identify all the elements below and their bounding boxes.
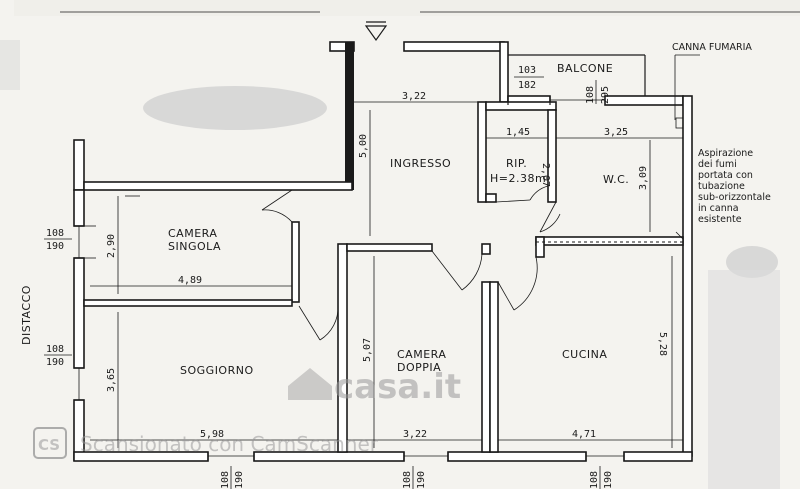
door-cucina [497, 256, 538, 311]
camscanner-watermark: CS Scansionato con CamScanner [33, 427, 379, 459]
svg-text:108: 108 [402, 471, 413, 489]
svg-text:190: 190 [603, 471, 614, 489]
dim-camera-singola-width: 4,89 [178, 275, 202, 286]
distacco-label: DISTACCO [20, 285, 33, 345]
svg-text:295: 295 [600, 86, 611, 104]
fume-extraction-note: Aspirazione dei fumi portata con tubazio… [698, 148, 771, 225]
canna-fumaria-label: CANNA FUMARIA [672, 42, 752, 53]
svg-text:casa.it: casa.it [334, 367, 461, 407]
dim-wc-width: 3,25 [604, 127, 628, 138]
door-camera-singola [261, 189, 293, 223]
room-camera-doppia-line2: DOPPIA [397, 361, 441, 374]
svg-text:108: 108 [585, 86, 596, 104]
camscanner-logo-icon [33, 427, 67, 459]
svg-text:dei fumi: dei fumi [698, 159, 737, 170]
room-camera-singola-line1: CAMERA [168, 227, 217, 240]
section-marker-icon [364, 25, 388, 42]
room-ingresso: INGRESSO [390, 157, 451, 170]
svg-text:190: 190 [46, 357, 64, 368]
window-bottom-b [403, 452, 449, 461]
door-camera-doppia [431, 250, 483, 291]
window-left-upper [74, 225, 96, 259]
house-icon [288, 368, 332, 400]
dim-rip-height: 2,07 [540, 163, 551, 187]
svg-text:sub-orizzontale: sub-orizzontale [698, 192, 771, 203]
window-left-lower [74, 367, 84, 401]
balcone-outline [508, 54, 646, 96]
room-rip-line1: RIP. [506, 157, 527, 170]
door-wc [539, 201, 561, 233]
dim-rip-width: 1,45 [506, 127, 530, 138]
svg-text:108: 108 [46, 228, 64, 239]
dim-ingresso-width: 3,22 [402, 91, 426, 102]
room-rip-line2: H=2.38m [490, 172, 546, 185]
room-wc: W.C. [603, 173, 629, 186]
dim-cucina-height: 5,28 [657, 332, 668, 356]
dim-soggiorno-width: 5,98 [200, 429, 224, 440]
window-label-wc: 108 295 [585, 80, 611, 104]
window-label-bottom-a: 108 190 [220, 466, 245, 489]
canna-fumaria-pipe [536, 54, 700, 243]
dim-soggiorno-height: 3,65 [106, 368, 117, 392]
top-wall-hatch [14, 0, 800, 16]
door-soggiorno [298, 305, 339, 341]
svg-text:Scansionato con CamScanner: Scansionato con CamScanner [80, 432, 379, 456]
svg-text:103: 103 [518, 65, 536, 76]
redaction-blob [708, 270, 780, 489]
svg-text:190: 190 [416, 471, 427, 489]
room-cucina: CUCINA [562, 348, 607, 361]
window-label-left-upper: 108 190 [44, 228, 72, 252]
svg-text:108: 108 [589, 471, 600, 489]
window-label-bottom-b: 108 190 [402, 466, 427, 489]
room-soggiorno: SOGGIORNO [180, 364, 254, 377]
dim-camera-singola-height: 2,90 [106, 234, 117, 258]
svg-text:in canna: in canna [698, 203, 739, 214]
dimension-lines [90, 101, 683, 448]
window-bottom-a [207, 452, 255, 461]
balcone-label: BALCONE [557, 62, 613, 75]
svg-text:Aspirazione: Aspirazione [698, 148, 753, 159]
window-label-balcone: 103 182 [514, 65, 544, 91]
svg-text:108: 108 [46, 344, 64, 355]
window-label-left-lower: 108 190 [44, 344, 72, 368]
room-camera-doppia-line1: CAMERA [397, 348, 446, 361]
dim-cucina-width: 4,71 [572, 429, 596, 440]
casa-watermark: casa.it [288, 367, 461, 407]
dim-camera-doppia-height: 5,07 [362, 338, 373, 362]
dim-wc-height: 3,09 [638, 166, 649, 190]
svg-text:portata con: portata con [698, 170, 753, 181]
window-label-bottom-c: 108 190 [589, 466, 614, 489]
dim-ingresso-height: 5,00 [358, 134, 369, 158]
room-camera-singola-line2: SINGOLA [168, 240, 221, 253]
svg-text:190: 190 [46, 241, 64, 252]
door-rip [495, 185, 549, 203]
window-bottom-c [585, 452, 625, 461]
svg-text:esistente: esistente [698, 214, 742, 225]
svg-text:182: 182 [518, 80, 536, 91]
redaction-blob [143, 86, 327, 130]
svg-text:190: 190 [234, 471, 245, 489]
scan-shadow [0, 40, 20, 90]
svg-text:tubazione: tubazione [698, 181, 745, 192]
svg-text:108: 108 [220, 471, 231, 489]
svg-text:CS: CS [38, 436, 60, 454]
dim-camera-doppia-width: 3,22 [403, 429, 427, 440]
